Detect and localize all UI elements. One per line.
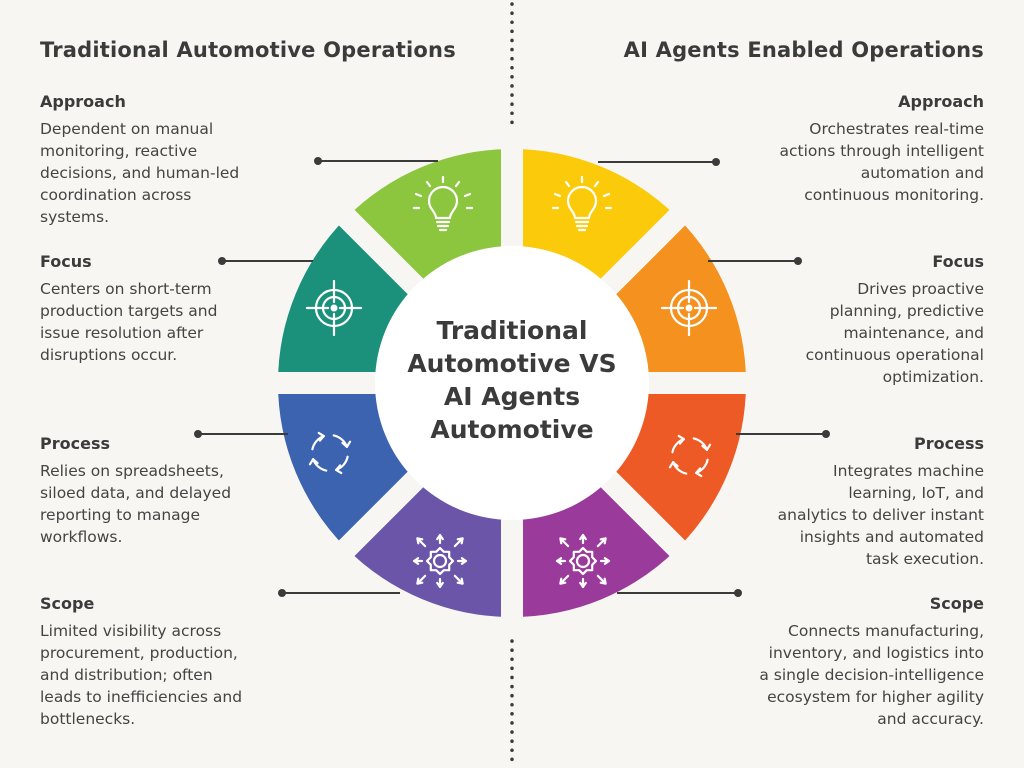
- right-focus-connector: [708, 257, 802, 265]
- right-title: AI Agents Enabled Operations: [623, 38, 984, 62]
- right-scope-connector: [617, 589, 742, 597]
- right-process-text: Integrates machine learning, IoT, and an…: [777, 462, 984, 568]
- left-scope-connector: [278, 589, 400, 597]
- right-approach-connector-dot: [712, 158, 720, 166]
- right-scope-block: Scope Connects manufacturing, inventory,…: [694, 594, 984, 730]
- right-lightbulb-icon: [551, 175, 613, 232]
- right-cycle-arrows-icon: [668, 434, 712, 478]
- left-process-label: Process: [40, 434, 110, 453]
- center-circle: [375, 246, 649, 520]
- right-approach-text: Orchestrates real-time actions through i…: [779, 120, 984, 204]
- left-focus-connector: [218, 257, 313, 265]
- right-focus-block: Focus Drives proactive planning, predict…: [694, 252, 984, 388]
- right-process-block: Process Integrates machine learning, IoT…: [694, 434, 984, 570]
- right-scope-label: Scope: [929, 594, 984, 613]
- left-approach-text: Dependent on manual monitoring, reactive…: [40, 120, 240, 226]
- left-scope-label: Scope: [40, 594, 95, 613]
- right-approach-connector: [598, 158, 720, 166]
- right-focus-text: Drives proactive planning, predictive ma…: [805, 280, 984, 386]
- right-approach-block: Approach Orchestrates real-time actions …: [694, 92, 984, 206]
- center-title: Traditional Automotive VS AI Agents Auto…: [407, 316, 617, 444]
- left-focus-connector-dot: [218, 257, 226, 265]
- right-process-label: Process: [914, 434, 984, 453]
- right-approach-label: Approach: [898, 92, 984, 111]
- left-process-connector: [194, 430, 288, 438]
- left-gear-arrows-icon: [412, 533, 468, 589]
- left-focus-label: Focus: [40, 252, 92, 271]
- left-scope-connector-dot: [278, 589, 286, 597]
- left-focus-block: Focus Centers on short-term production t…: [40, 252, 310, 366]
- left-scope-text: Limited visibility across procurement, p…: [40, 622, 243, 728]
- left-lightbulb-icon: [412, 175, 474, 232]
- right-focus-connector-dot: [794, 257, 802, 265]
- left-focus-text: Centers on short-term production targets…: [40, 280, 218, 364]
- left-process-connector-dot: [194, 430, 202, 438]
- right-focus-label: Focus: [932, 252, 984, 271]
- left-approach-connector: [314, 157, 438, 165]
- left-target-icon: [305, 279, 363, 337]
- right-process-connector: [736, 430, 830, 438]
- left-cycle-arrows-icon: [308, 431, 352, 475]
- right-scope-connector-dot: [734, 589, 742, 597]
- left-title: Traditional Automotive Operations: [40, 38, 456, 62]
- left-process-block: Process Relies on spreadsheets, siloed d…: [40, 434, 310, 548]
- right-gear-arrows-icon: [555, 533, 611, 589]
- left-process-text: Relies on spreadsheets, siloed data, and…: [40, 462, 232, 546]
- left-approach-label: Approach: [40, 92, 126, 111]
- right-scope-text: Connects manufacturing, inventory, and l…: [759, 622, 984, 728]
- left-scope-block: Scope Limited visibility across procurem…: [40, 594, 310, 730]
- left-approach-connector-dot: [314, 157, 322, 165]
- left-approach-block: Approach Dependent on manual monitoring,…: [40, 92, 310, 228]
- right-process-connector-dot: [822, 430, 830, 438]
- right-target-icon: [660, 279, 718, 337]
